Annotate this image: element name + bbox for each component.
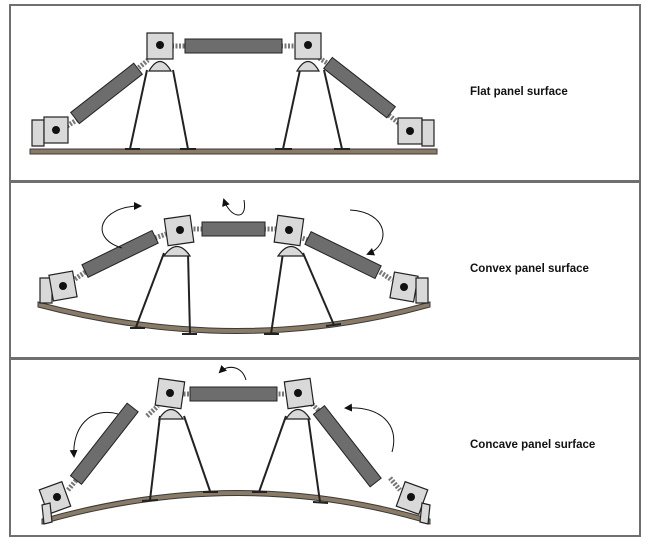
convex-panel-frame [9, 181, 641, 359]
rotation-arrow-icon [222, 198, 246, 216]
concave-bracket-right [395, 480, 431, 525]
concave-actuator-left [69, 402, 139, 486]
convex-threaded-rods [73, 226, 394, 283]
flat-base-plate [29, 148, 438, 155]
convex-rotation-arrows [101, 198, 384, 256]
concave-panel-assembly [38, 364, 431, 525]
flat-bracket-right [397, 117, 435, 147]
concave-actuator-center [189, 386, 278, 402]
rotation-arrow-icon [349, 209, 384, 256]
rotation-arrow-icon [218, 364, 247, 381]
concave-bracket-top-left [154, 377, 186, 420]
convex-actuator-right [304, 231, 382, 280]
flat-actuator-center [184, 38, 283, 54]
concave-rotation-arrows [69, 364, 395, 458]
flat-bracket-top-right [294, 32, 322, 72]
flat-legs [125, 69, 350, 150]
flat-panel-assembly [29, 32, 438, 155]
rotation-arrow-icon [69, 411, 119, 458]
convex-bracket-right [389, 271, 429, 304]
convex-panel-label: Convex panel surface [470, 263, 589, 275]
convex-legs [130, 252, 342, 335]
convex-bracket-left [39, 270, 78, 304]
convex-actuator-center [201, 221, 266, 237]
convex-base-plate [37, 301, 431, 334]
flat-bracket-left [31, 116, 69, 147]
concave-bracket-left [38, 480, 72, 525]
concave-base-plate [41, 490, 431, 525]
convex-panel-assembly [37, 198, 431, 335]
concave-bracket-top-right [283, 377, 315, 420]
concave-panel-label: Concave panel surface [470, 439, 596, 451]
convex-bracket-top-right [273, 214, 306, 257]
flat-panel-label: Flat panel surface [470, 86, 568, 98]
rotation-arrow-icon [344, 403, 395, 453]
flat-actuator-left [69, 62, 144, 125]
convex-actuator-left [81, 229, 159, 278]
convex-bracket-top-left [162, 214, 195, 257]
concave-legs [141, 415, 329, 504]
flat-actuator-right [322, 56, 397, 119]
flat-bracket-top-left [146, 32, 174, 72]
rotation-arrow-icon [101, 202, 142, 249]
concave-actuator-right [312, 404, 382, 488]
